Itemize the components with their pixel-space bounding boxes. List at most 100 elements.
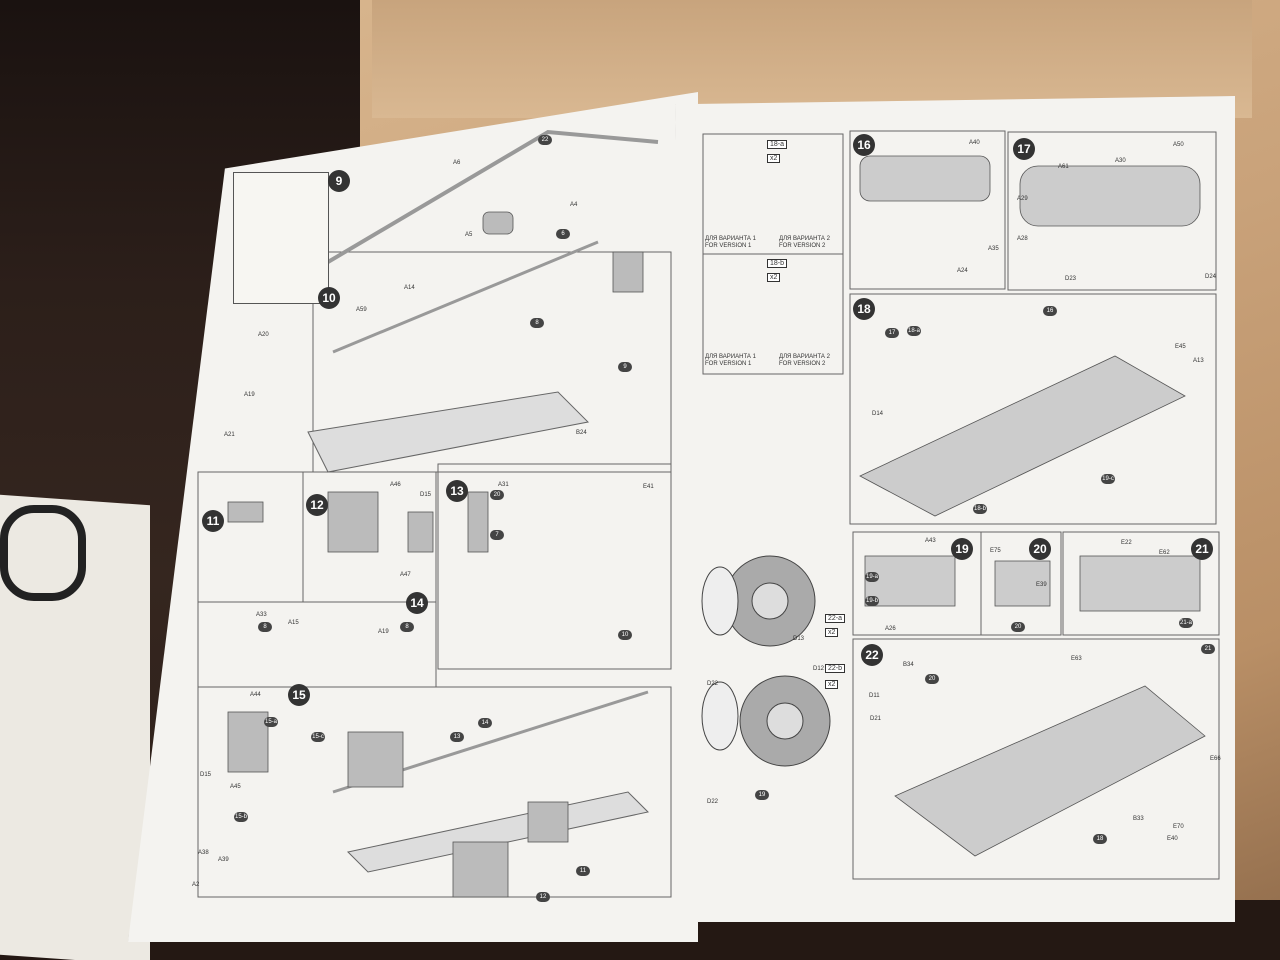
part-label: A44 (250, 692, 261, 698)
part-label: A43 (925, 538, 936, 544)
part-label: A6 (453, 160, 461, 166)
step-21-badge: 21 (1191, 538, 1213, 560)
step-16-badge: 16 (853, 134, 875, 156)
right-page-drawings (701, 130, 1220, 880)
part-label: E40 (1167, 836, 1178, 842)
part-label: E70 (1173, 824, 1184, 830)
part-label: D22 (707, 681, 719, 687)
part-label: A45 (230, 784, 241, 790)
part-label: A15 (288, 620, 299, 626)
step-20-badge: 20 (1029, 538, 1051, 560)
step-reference-chip: 20 (1011, 622, 1025, 632)
part-label: B33 (1133, 816, 1144, 822)
part-label: A19 (244, 392, 255, 398)
step-reference-chip: 18-a (907, 326, 921, 336)
subassembly-tag: 22-b (825, 664, 846, 673)
subassembly-tag: 22-a (825, 614, 846, 623)
subassembly-tag: 18-b (767, 259, 788, 268)
part-label: A61 (1058, 164, 1069, 170)
part-label: B34 (903, 662, 914, 668)
step-10-badge: 10 (318, 287, 340, 309)
step-17-badge: 17 (1013, 138, 1035, 160)
step-reference-chip: 20 (490, 490, 504, 500)
step-reference-chip: 20 (925, 674, 939, 684)
part-label: A20 (258, 332, 269, 338)
part-label: A39 (218, 857, 229, 863)
part-label: A26 (885, 626, 896, 632)
step-reference-chip: 12 (536, 892, 550, 902)
part-label: D12 (813, 666, 825, 672)
version-caption: ДЛЯ ВАРИАНТА 2 (779, 236, 830, 242)
multiplier-tag: x2 (825, 680, 839, 689)
part-label: A13 (1193, 358, 1204, 364)
part-label: E75 (990, 548, 1001, 554)
step-reference-chip: 13 (450, 732, 464, 742)
part-label: A19 (378, 629, 389, 635)
step-9-badge: 9 (328, 170, 350, 192)
part-label: A29 (1017, 196, 1028, 202)
step-reference-chip: 19-a (865, 572, 879, 582)
step-reference-chip: 18-b (973, 504, 987, 514)
step-reference-chip: 8 (400, 622, 414, 632)
step-reference-chip: 16 (1043, 306, 1057, 316)
step-reference-chip: 9 (618, 362, 632, 372)
part-label: A47 (400, 572, 411, 578)
step-reference-chip: 15-c (311, 732, 325, 742)
part-label: A31 (498, 482, 509, 488)
step-reference-chip: 11 (576, 866, 590, 876)
step-reference-chip: 6 (556, 229, 570, 239)
step-11-badge: 11 (202, 510, 224, 532)
part-label: B24 (576, 430, 587, 436)
version-caption: FOR VERSION 2 (779, 243, 826, 249)
part-label: E39 (1036, 582, 1047, 588)
step-reference-chip: 8 (258, 622, 272, 632)
step-19-badge: 19 (951, 538, 973, 560)
part-label: D13 (793, 636, 805, 642)
step-reference-chip: 19-c (1101, 474, 1115, 484)
version-caption: ДЛЯ ВАРИАНТА 1 (705, 236, 756, 242)
step-15-badge: 15 (288, 684, 310, 706)
part-label: E63 (1071, 656, 1082, 662)
instruction-page-right: 16 17 18 19 20 21 22 18-a x2 18-b x2 22-… (675, 96, 1235, 922)
part-label: E22 (1121, 540, 1132, 546)
part-label: E45 (1175, 344, 1186, 350)
step-reference-chip: 8 (530, 318, 544, 328)
step-reference-chip: 14 (478, 718, 492, 728)
part-label: E66 (1210, 756, 1221, 762)
step-reference-chip: 19-b (865, 596, 879, 606)
version-caption: ДЛЯ ВАРИАНТА 1 (705, 354, 756, 360)
part-label: A24 (957, 268, 968, 274)
step-12-badge: 12 (306, 494, 328, 516)
step-reference-chip: 15-a (264, 717, 278, 727)
instruction-page-left: 9 10 11 12 13 14 15 A6 A4 A5 A14 A59 B24… (128, 92, 698, 942)
part-label: E62 (1159, 550, 1170, 556)
part-label: A30 (1115, 158, 1126, 164)
part-label: D15 (420, 492, 432, 498)
part-label: D15 (200, 772, 212, 778)
binder-clip (0, 505, 86, 601)
part-label: A50 (1173, 142, 1184, 148)
part-label: A4 (570, 202, 578, 208)
step-reference-chip: 18 (1093, 834, 1107, 844)
part-label: E41 (643, 484, 654, 490)
step-reference-chip: 21 (1201, 644, 1215, 654)
part-label: A14 (404, 285, 415, 291)
multiplier-tag: x2 (825, 628, 839, 637)
part-label: A28 (1017, 236, 1028, 242)
version-caption: FOR VERSION 2 (779, 361, 826, 367)
step-13-badge: 13 (446, 480, 468, 502)
step-reference-chip: 19 (755, 790, 769, 800)
subassembly-tag: 18-a (767, 140, 788, 149)
manufacturer-stamp-box (233, 172, 329, 304)
step-22-badge: 22 (861, 644, 883, 666)
part-label: D24 (1205, 274, 1217, 280)
part-label: A38 (198, 850, 209, 856)
step-reference-chip: 7 (490, 530, 504, 540)
part-label: A21 (224, 432, 235, 438)
part-label: A5 (465, 232, 473, 238)
part-label: D21 (870, 716, 882, 722)
part-label: A46 (390, 482, 401, 488)
part-label: A35 (988, 246, 999, 252)
version-caption: FOR VERSION 1 (705, 361, 752, 367)
